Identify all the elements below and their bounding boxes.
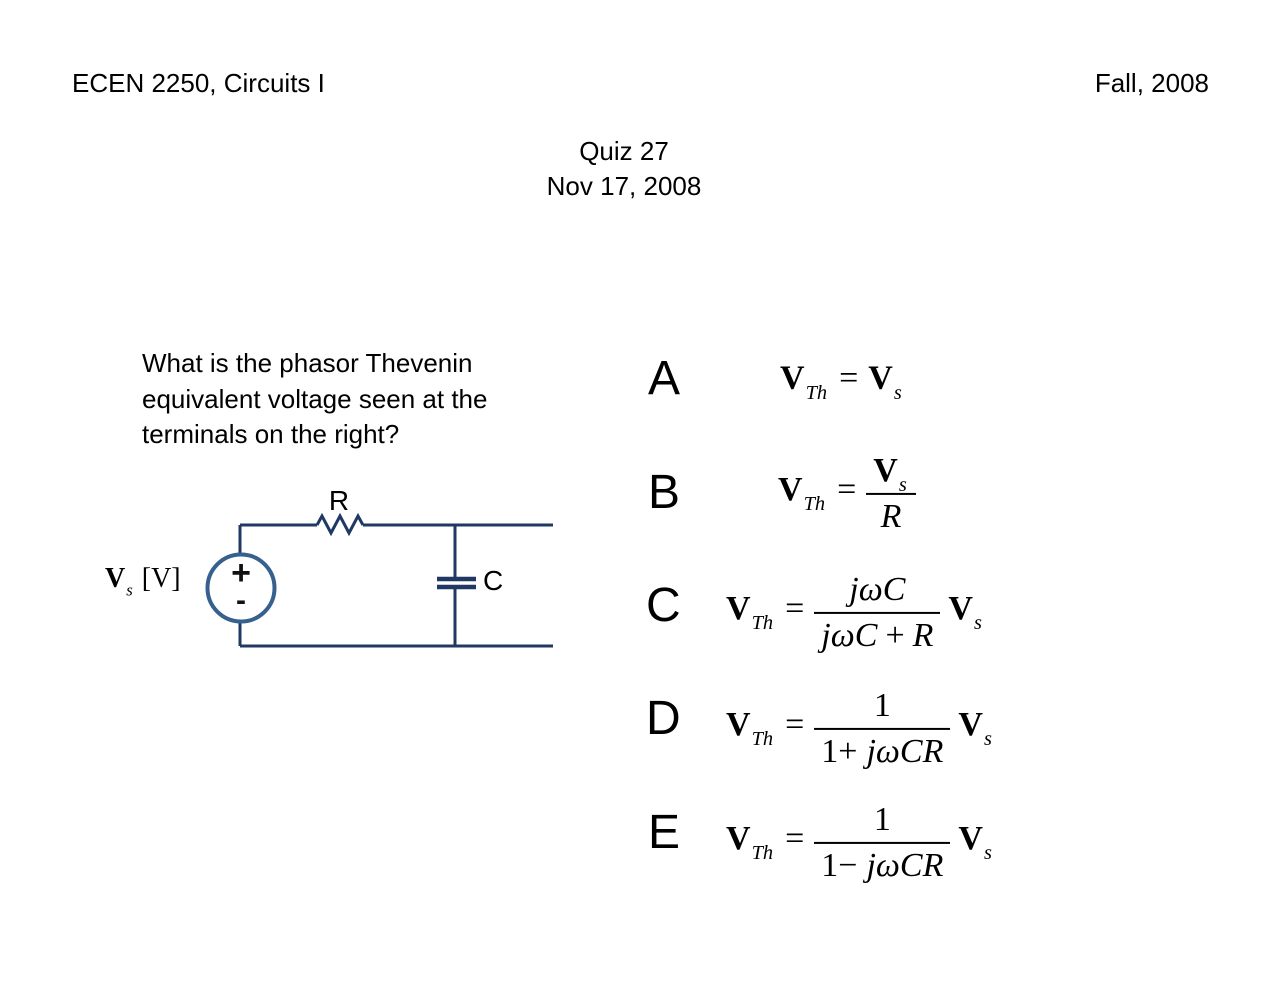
vth-subscript: Th [751,727,774,750]
plus-sign: + [231,554,251,592]
answer-letter-b: B [648,466,681,519]
fraction-numerator: Vs [866,451,916,496]
vs-symbol: V [958,819,983,857]
equals-sign: = [785,819,805,857]
source-voltage-unit: [V] [141,563,181,594]
vth-symbol: V [778,470,803,508]
answer-letter-e: E [648,806,681,859]
vs-subscript: s [973,611,982,634]
vth-subscript: Th [805,381,828,404]
question-line: What is the phasor Thevenin [142,348,473,378]
vth-symbol: V [726,589,751,627]
voltage-source-circle [205,552,277,624]
denominator-term: jωC [821,616,878,654]
denominator-term: jωCR [866,732,944,770]
vth-subscript: Th [751,611,774,634]
vs-symbol: V [868,359,893,397]
capacitor-label: C [483,565,503,596]
vs-symbol: V [948,589,973,627]
source-voltage-symbol: V [105,563,126,594]
source-voltage-subscript: s [126,580,133,600]
equals-sign: = [785,589,805,627]
quiz-date: Nov 17, 2008 [546,171,702,201]
vs-subscript: s [983,841,992,864]
fraction-denominator: jωC+R [814,611,941,655]
denominator-constant: 1− [821,846,858,884]
answer-letter-c: C [646,579,681,632]
equals-sign: = [837,470,857,508]
answer-formula-a: VTh=Vs [780,359,904,404]
vth-subscript: Th [751,841,774,864]
circuit-diagram: + - R C [95,470,565,670]
fraction-numerator: jωC [849,570,906,608]
quiz-title-block: Quiz 27 Nov 17, 2008 [0,134,1248,204]
denominator-term: R [912,616,934,654]
circuit-svg: + - R C [205,485,553,648]
source-voltage-label: Vs [V] [105,563,181,599]
vs-symbol: V [958,705,983,743]
vth-symbol: V [726,819,751,857]
vs-subscript: s [983,727,992,750]
vs-subscript: s [893,381,902,404]
resistor-label: R [329,485,349,516]
quiz-number: Quiz 27 [579,136,669,166]
fraction-numerator: 1 [873,686,891,724]
minus-sign: - [236,584,246,617]
vs-symbol: V [873,451,898,489]
vth-symbol: V [780,359,805,397]
fraction-denominator: 1+jωCR [814,727,951,771]
answer-letter-a: A [648,352,681,405]
fraction-denominator: R [866,492,916,536]
resistor-zigzag [315,512,365,537]
vth-symbol: V [726,705,751,743]
plus-operator: + [885,616,905,654]
denominator-constant: 1+ [821,732,858,770]
question-line: equivalent voltage seen at the [142,383,488,414]
equals-sign: = [785,705,805,743]
question-line: terminals on the right? [142,419,400,449]
denominator-term: jωCR [866,846,944,884]
fraction-numerator: 1 [873,800,891,838]
answer-letter-d: D [646,692,681,745]
course-title: ECEN 2250, Circuits I [72,68,325,98]
term-label: Fall, 2008 [1094,68,1209,98]
fraction-denominator: 1−jωCR [814,841,951,885]
vs-subscript: s [898,473,907,496]
equals-sign: = [839,359,859,397]
question-text: What is the phasor Thevenin equivalent v… [142,346,562,453]
vth-subscript: Th [803,492,826,515]
